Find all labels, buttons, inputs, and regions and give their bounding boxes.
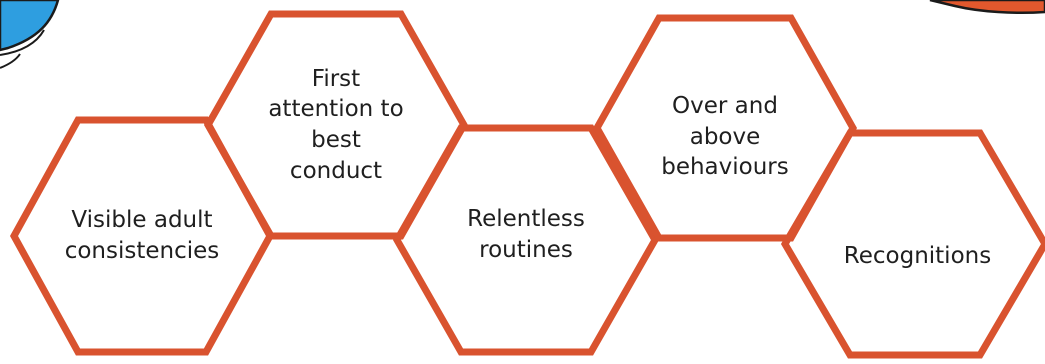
hexagon-over-above-outline xyxy=(592,14,858,242)
hexagon-layer xyxy=(10,10,1045,359)
hexagon-visible-adult-outline xyxy=(10,116,274,356)
decorative-blob-top-left xyxy=(0,0,60,69)
hexagon-first-attention-outline xyxy=(203,10,469,240)
hexagon-relentless-outline xyxy=(392,124,660,356)
hexagon-recognitions-outline xyxy=(780,129,1045,359)
decorative-blob-top-right xyxy=(929,0,1045,14)
